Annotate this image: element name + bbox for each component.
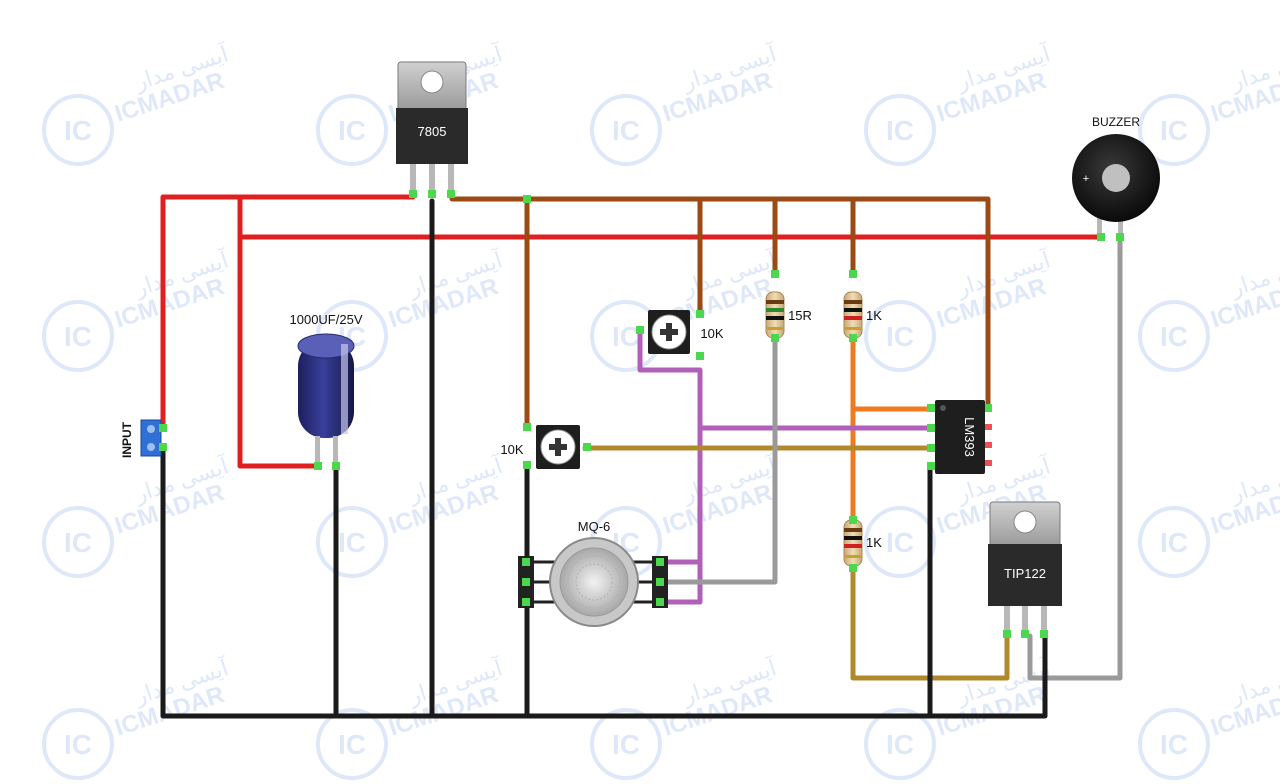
voltage-regulator-7805[interactable]: 7805 bbox=[396, 61, 468, 198]
buzzer[interactable]: BUZZER + bbox=[1072, 115, 1160, 238]
red-wire bbox=[160, 194, 1103, 469]
wire-layer bbox=[160, 194, 1123, 719]
svg-text:IC: IC bbox=[886, 115, 914, 146]
gray-wire bbox=[662, 234, 1123, 681]
pot-left-label: 10K bbox=[500, 442, 523, 457]
regulator-label: 7805 bbox=[418, 124, 447, 139]
resistor-1k-top[interactable]: 1K bbox=[843, 270, 882, 339]
black-wire bbox=[160, 198, 1048, 719]
svg-text:IC: IC bbox=[64, 527, 92, 558]
svg-text:IC: IC bbox=[612, 115, 640, 146]
r15-label: 15R bbox=[788, 308, 812, 323]
svg-text:IC: IC bbox=[338, 527, 366, 558]
input-terminal[interactable]: INPUT bbox=[120, 419, 167, 458]
gas-sensor-mq6[interactable]: MQ-6 bbox=[518, 519, 668, 627]
svg-text:IC: IC bbox=[64, 115, 92, 146]
svg-text:IC: IC bbox=[1160, 321, 1188, 352]
input-label: INPUT bbox=[120, 421, 134, 458]
purple-wire bbox=[637, 327, 938, 605]
orange-wire bbox=[850, 335, 938, 531]
r1k-top-label: 1K bbox=[866, 308, 882, 323]
potentiometer-left[interactable]: 10K bbox=[500, 423, 591, 469]
svg-text:IC: IC bbox=[886, 729, 914, 760]
svg-text:IC: IC bbox=[1160, 115, 1188, 146]
svg-text:IC: IC bbox=[64, 321, 92, 352]
svg-text:IC: IC bbox=[886, 321, 914, 352]
lm393-label: LM393 bbox=[962, 417, 977, 457]
svg-text:IC: IC bbox=[338, 729, 366, 760]
svg-text:IC: IC bbox=[612, 729, 640, 760]
svg-text:IC: IC bbox=[886, 527, 914, 558]
resistor-15r[interactable]: 15R bbox=[765, 270, 812, 339]
buzzer-plus-label: + bbox=[1083, 173, 1089, 185]
pot-top-label: 10K bbox=[700, 326, 723, 341]
electrolytic-capacitor[interactable]: 1000UF/25V bbox=[290, 312, 363, 466]
tip122-label: TIP122 bbox=[1004, 566, 1046, 581]
svg-text:IC: IC bbox=[612, 321, 640, 352]
svg-text:IC: IC bbox=[1160, 729, 1188, 760]
svg-text:IC: IC bbox=[64, 729, 92, 760]
capacitor-label: 1000UF/25V bbox=[290, 312, 363, 327]
buzzer-label: BUZZER bbox=[1092, 115, 1140, 129]
brown-wire bbox=[449, 196, 991, 428]
junction-markers bbox=[314, 195, 1124, 572]
potentiometer-top[interactable]: 10K bbox=[636, 310, 724, 360]
r1k-bottom-label: 1K bbox=[866, 535, 882, 550]
resistor-1k-bottom[interactable]: 1K bbox=[843, 519, 882, 567]
comparator-lm393[interactable]: LM393 bbox=[927, 400, 992, 474]
svg-text:IC: IC bbox=[338, 115, 366, 146]
mq6-label: MQ-6 bbox=[578, 519, 611, 534]
transistor-tip122[interactable]: TIP122 bbox=[988, 501, 1062, 638]
svg-text:IC: IC bbox=[1160, 527, 1188, 558]
